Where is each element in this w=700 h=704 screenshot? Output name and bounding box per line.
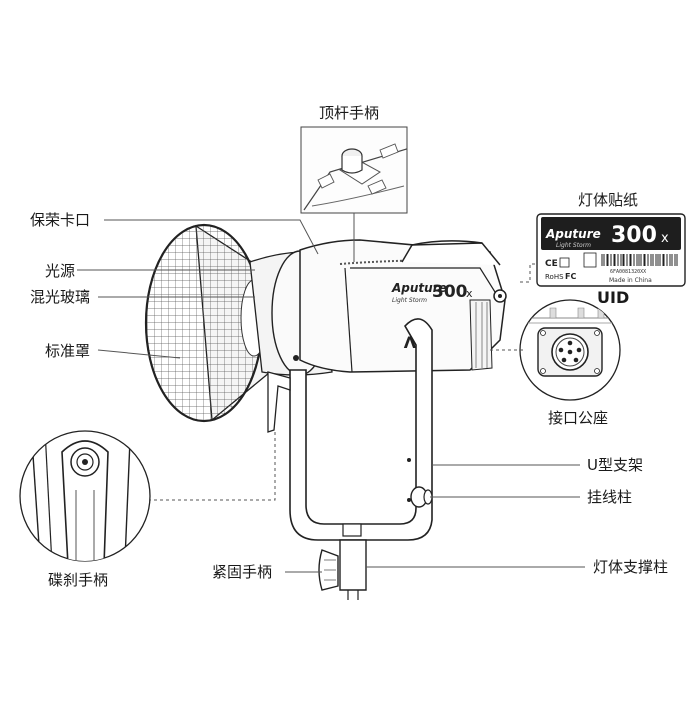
label-support-post: 灯体支撑柱 <box>593 558 669 576</box>
label-standard-reflector: 标准罩 <box>45 342 91 360</box>
light-body: Aputure Light Storm 300 x <box>299 239 507 373</box>
support-post <box>339 523 367 600</box>
label-bayonet: 保荣卡口 <box>30 211 91 229</box>
leader-bayonet <box>104 219 319 255</box>
brake-lever <box>267 371 291 433</box>
label-brake-handle: 碟刹手柄 <box>48 571 109 589</box>
sticker-brand: Aputure <box>545 227 601 241</box>
sticker-model: 300 <box>611 223 657 248</box>
sticker-made-in: Made in China <box>609 277 652 284</box>
leader-lines <box>77 213 585 573</box>
body-model: 300 <box>432 282 468 302</box>
label-u-bracket: U型支架 <box>587 456 643 474</box>
label-cable-post: 挂线柱 <box>587 488 633 506</box>
body-brand: Aputure <box>391 281 447 295</box>
cert-fc: FC <box>565 272 576 281</box>
rear-fins <box>469 299 493 371</box>
standard-reflector <box>144 223 276 423</box>
sticker-serial: 6FA0081320XX <box>610 269 646 275</box>
leader-reflector <box>97 349 181 359</box>
cert-rohs: RoHS <box>545 273 564 281</box>
label-body-sticker: 灯体贴纸 <box>578 191 639 209</box>
label-port: 接口公座 <box>548 409 609 427</box>
body-model-suffix: x <box>466 287 473 300</box>
barcode <box>601 254 678 266</box>
top-handle-detail <box>300 126 408 214</box>
sticker-detail: Aputure Light Storm 300 x CE RoHS FC 6FA… <box>536 213 686 287</box>
body-series: Light Storm <box>392 297 427 304</box>
u-bracket: Λ <box>289 318 433 541</box>
brake-handle-detail <box>19 430 151 562</box>
label-top-handle: 顶杆手柄 <box>319 104 380 122</box>
leader-brake <box>150 432 276 501</box>
tightening-handle <box>318 549 339 591</box>
label-uid: UID <box>597 288 630 307</box>
sticker-series: Light Storm <box>556 242 591 249</box>
cert-ce: CE <box>545 259 558 269</box>
top-handle <box>401 240 501 266</box>
cable-post <box>410 486 433 508</box>
port-detail <box>519 299 621 401</box>
sticker-model-suffix: x <box>661 231 669 246</box>
leader-sticker <box>520 263 537 283</box>
label-diffuser-glass: 混光玻璃 <box>30 288 91 306</box>
label-tightening-handle: 紧固手柄 <box>212 563 273 581</box>
bracket-logo: Λ <box>404 333 417 352</box>
label-light-source: 光源 <box>45 262 76 280</box>
